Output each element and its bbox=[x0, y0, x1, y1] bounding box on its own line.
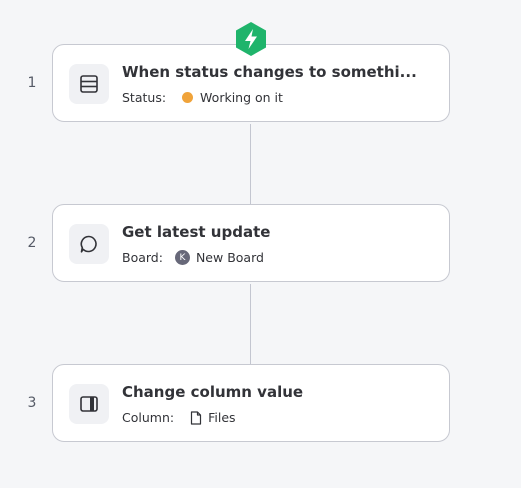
status-label: Status: bbox=[122, 90, 167, 105]
status-value: Working on it bbox=[200, 90, 283, 105]
status-dot-icon bbox=[182, 92, 194, 103]
table-rows-icon bbox=[69, 64, 109, 104]
step-card-action[interactable]: Get latest update Board: K New Board bbox=[52, 204, 450, 282]
step-number: 3 bbox=[27, 395, 37, 411]
step-number: 2 bbox=[27, 235, 37, 251]
file-icon bbox=[190, 410, 202, 425]
step-card-action[interactable]: Change column value Column: Files bbox=[52, 364, 450, 442]
connector-line-1-2 bbox=[250, 124, 251, 204]
step-title: When status changes to somethi... bbox=[122, 63, 417, 81]
step-title: Change column value bbox=[122, 383, 304, 401]
step-card-trigger[interactable]: When status changes to somethi... Status… bbox=[52, 44, 450, 122]
column-value: Files bbox=[208, 410, 236, 425]
column-icon bbox=[69, 384, 109, 424]
step-subtitle: Board: K New Board bbox=[122, 250, 264, 265]
step-number: 1 bbox=[27, 75, 37, 91]
step-subtitle: Status: Working on it bbox=[122, 90, 283, 105]
lightning-bolt-icon bbox=[233, 21, 269, 57]
board-avatar: K bbox=[174, 250, 190, 265]
connector-line-2-3 bbox=[250, 284, 251, 364]
board-value: New Board bbox=[195, 250, 264, 265]
chat-bubble-icon bbox=[69, 224, 109, 264]
board-label: Board: bbox=[122, 250, 163, 265]
step-subtitle: Column: Files bbox=[122, 410, 236, 425]
column-label: Column: bbox=[122, 410, 175, 425]
step-title: Get latest update bbox=[122, 223, 271, 241]
